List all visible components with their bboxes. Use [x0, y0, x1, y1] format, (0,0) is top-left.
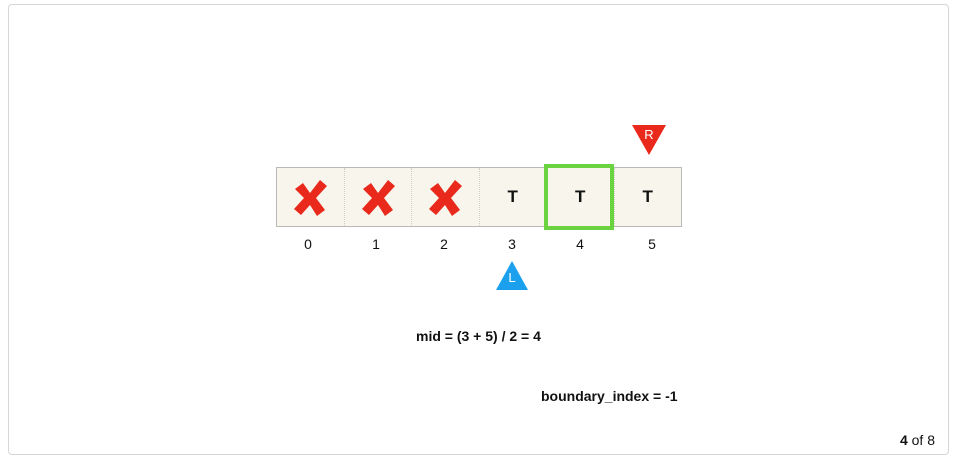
- index-label: 3: [508, 236, 516, 252]
- mid-calculation: mid = (3 + 5) / 2 = 4: [416, 328, 541, 344]
- up-triangle-icon: [496, 261, 528, 290]
- slide-frame: [8, 4, 949, 455]
- total-slides: 8: [927, 432, 935, 448]
- cross-icon: [294, 180, 328, 216]
- cross-icon: [361, 180, 395, 216]
- array-cell-3: T: [480, 168, 547, 226]
- left-pointer-label: L: [508, 270, 516, 285]
- array-cell-2: [412, 168, 480, 226]
- cross-icon: [429, 180, 463, 216]
- slide-counter: 4 of 8: [900, 432, 935, 448]
- index-label: 2: [440, 236, 448, 252]
- left-pointer-marker: L: [496, 261, 528, 290]
- array-row: T T T: [276, 167, 682, 227]
- cell-value: T: [507, 187, 518, 206]
- down-triangle-icon: [632, 125, 666, 155]
- boundary-index-text: boundary_index = -1: [541, 388, 678, 404]
- array-cell-4: T: [547, 168, 615, 226]
- cell-value: T: [642, 187, 653, 206]
- right-pointer-label: R: [644, 127, 654, 142]
- index-label: 1: [372, 236, 380, 252]
- index-label: 5: [648, 236, 656, 252]
- of-label: of: [911, 432, 924, 448]
- cell-value: T: [575, 187, 586, 206]
- index-label: 4: [576, 236, 584, 252]
- right-pointer-marker: R: [632, 125, 666, 155]
- array-cell-1: [345, 168, 412, 226]
- array-cell-5: T: [615, 168, 682, 226]
- current-slide: 4: [899, 432, 908, 448]
- index-label: 0: [304, 236, 312, 252]
- array-cell-0: [277, 168, 345, 226]
